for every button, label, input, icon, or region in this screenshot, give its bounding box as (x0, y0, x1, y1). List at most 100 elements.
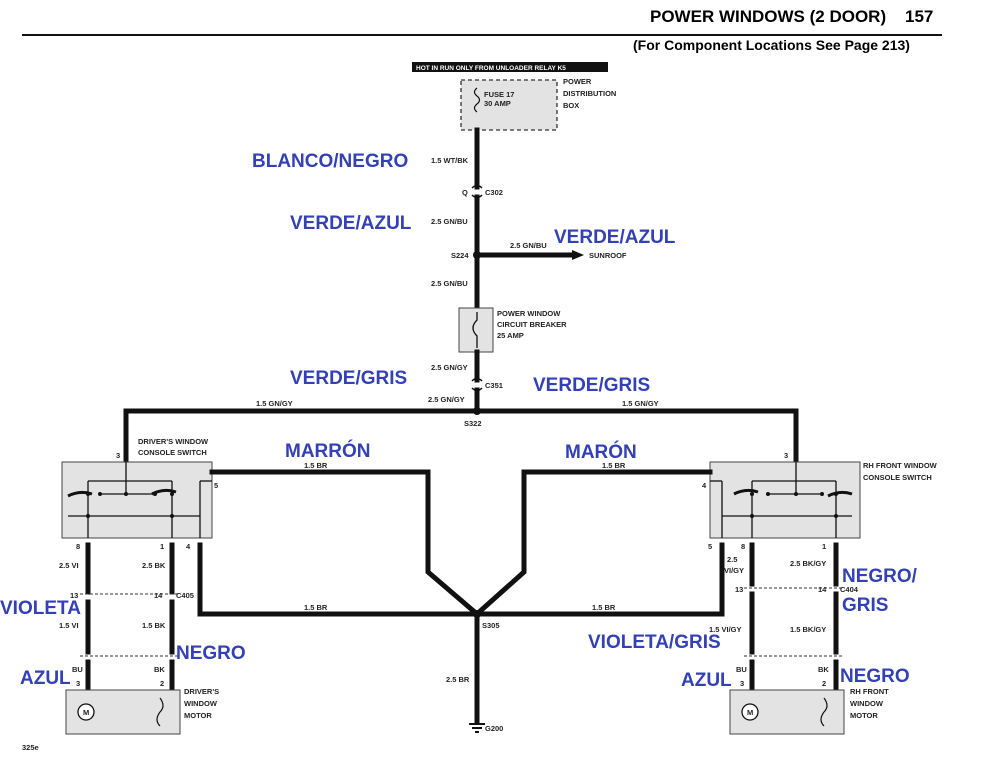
fuse-17-symbol (473, 87, 481, 113)
es-maron: MARÓN (565, 441, 637, 463)
wire-label-gn-gy-right: 1.5 GN/GY (622, 399, 659, 408)
pin-r8: 8 (741, 542, 745, 551)
pin-lm3: 3 (76, 679, 80, 688)
splice-s224-label: S224 (451, 251, 469, 260)
sunroof-arrow (572, 250, 584, 260)
connector-c351-label: C351 (485, 381, 503, 390)
ground-g200-label: G200 (485, 724, 503, 733)
page-number: 157 (905, 7, 933, 26)
rh-console-switch (709, 461, 861, 539)
wire-label-br-low-left: 1.5 BR (304, 603, 328, 612)
wire-label-r-bkgy-1: 2.5 BK/GY (790, 559, 826, 568)
pin-l3: 3 (116, 451, 120, 460)
es-azul-left: AZUL (20, 668, 71, 689)
wire-label-r-bk: BK (818, 665, 829, 674)
driver-motor-symbol (77, 703, 95, 721)
wire-br-low-right (474, 542, 725, 617)
pdb-label-3: BOX (563, 101, 579, 110)
es-negro-gris-1: NEGRO/ (842, 566, 918, 587)
pin-r1: 1 (822, 542, 826, 551)
rh-motor-symbol (741, 703, 759, 721)
driver-switch-label-1: DRIVER'S WINDOW (138, 437, 209, 446)
pdb-label-1: POWER (563, 77, 592, 86)
wire-br-right (473, 469, 713, 618)
pin-l14: 14 (154, 591, 163, 600)
driver-console-switch (61, 461, 213, 539)
driver-motor-label-3: MOTOR (184, 711, 212, 720)
connector-c302-pin: Q (462, 188, 468, 197)
es-marron: MARRÓN (285, 440, 371, 462)
wire-label-l-bu: BU (72, 665, 83, 674)
pin-r3: 3 (784, 451, 788, 460)
connector-c404-label: C404 (840, 585, 859, 594)
circuit-breaker (458, 307, 494, 353)
cb-label-2: CIRCUIT BREAKER (497, 320, 567, 329)
wire-label-l-vi-1: 2.5 VI (59, 561, 79, 570)
splice-s322-label: S322 (464, 419, 482, 428)
fuse-rating: 30 AMP (484, 99, 511, 108)
rh-motor-label-2: WINDOW (850, 699, 884, 708)
fuse-name: FUSE 17 (484, 90, 514, 99)
sunroof-label: SUNROOF (589, 251, 627, 260)
pin-l5: 5 (214, 481, 218, 490)
pin-r14: 14 (818, 585, 827, 594)
page-title: POWER WINDOWS (2 DOOR) (650, 7, 886, 26)
pin-r13: 13 (735, 585, 743, 594)
wire-label-l-bk-2: 1.5 BK (142, 621, 166, 630)
es-negro-right: NEGRO (840, 666, 910, 687)
rh-switch-label-2: CONSOLE SWITCH (863, 473, 932, 482)
pin-r5: 5 (708, 542, 712, 551)
wire-label-r-vigy-2: 1.5 VI/GY (709, 625, 742, 634)
footer-code: 325e (22, 743, 39, 752)
es-azul-right: AZUL (681, 670, 732, 691)
pin-rm2: 2 (822, 679, 826, 688)
cb-label-1: POWER WINDOW (497, 309, 561, 318)
wire-label-gn-bu-3: 2.5 GN/BU (431, 279, 468, 288)
wire-label-br-left: 1.5 BR (304, 461, 328, 470)
es-violeta: VIOLETA (0, 598, 81, 619)
wire-br-left (209, 469, 481, 618)
rh-motor-m: M (747, 708, 753, 717)
pin-l1: 1 (160, 542, 164, 551)
circuit-breaker-symbol (472, 312, 478, 348)
wire-label-gn-gy-2: 2.5 GN/GY (428, 395, 465, 404)
es-negro-left: NEGRO (176, 643, 246, 664)
pin-l8: 8 (76, 542, 80, 551)
driver-motor-m: M (83, 708, 89, 717)
wire-label-gn-bu-2: 2.5 GN/BU (510, 241, 547, 250)
es-verde-gris-2: VERDE/GRIS (533, 375, 650, 396)
wire-label-r-vigy-1a: 2.5 (727, 555, 737, 564)
driver-motor-label-2: WINDOW (184, 699, 218, 708)
pin-l13: 13 (70, 591, 78, 600)
es-negro-gris-2: GRIS (842, 595, 888, 616)
pdb-label-2: DISTRIBUTION (563, 89, 616, 98)
wire-label-l-bk-1: 2.5 BK (142, 561, 166, 570)
es-blanco-negro: BLANCO/NEGRO (252, 151, 408, 172)
pin-rm3: 3 (740, 679, 744, 688)
driver-switch-internals (67, 462, 212, 538)
rh-switch-internals (710, 462, 853, 538)
pin-r4: 4 (702, 481, 707, 490)
rh-switch-label-1: RH FRONT WINDOW (863, 461, 938, 470)
wire-label-wt-bk: 1.5 WT/BK (431, 156, 469, 165)
cb-label-3: 25 AMP (497, 331, 524, 340)
rh-motor-label-3: MOTOR (850, 711, 878, 720)
wire-label-r-vigy-1b: VI/GY (724, 566, 744, 575)
hot-in-run-label: HOT IN RUN ONLY FROM UNLOADER RELAY K5 (416, 65, 566, 72)
wire-label-gn-bu-1: 2.5 GN/BU (431, 217, 468, 226)
wire-label-gn-gy-1: 2.5 GN/GY (431, 363, 468, 372)
wire-br-low-left (197, 542, 480, 617)
driver-motor-label-1: DRIVER'S (184, 687, 219, 696)
wire-label-br-ground: 2.5 BR (446, 675, 470, 684)
splice-s305-label: S305 (482, 621, 500, 630)
ground-g200-symbol (469, 723, 485, 733)
connector-c302-label: C302 (485, 188, 503, 197)
es-violeta-gris: VIOLETA/GRIS (588, 632, 721, 653)
wire-label-br-right: 1.5 BR (602, 461, 626, 470)
rh-motor-label-1: RH FRONT (850, 687, 889, 696)
es-verde-azul-2: VERDE/AZUL (554, 227, 676, 248)
wire-label-l-vi-2: 1.5 VI (59, 621, 79, 630)
hot-in-run-banner (412, 62, 608, 72)
wire-label-r-bkgy-2: 1.5 BK/GY (790, 625, 826, 634)
